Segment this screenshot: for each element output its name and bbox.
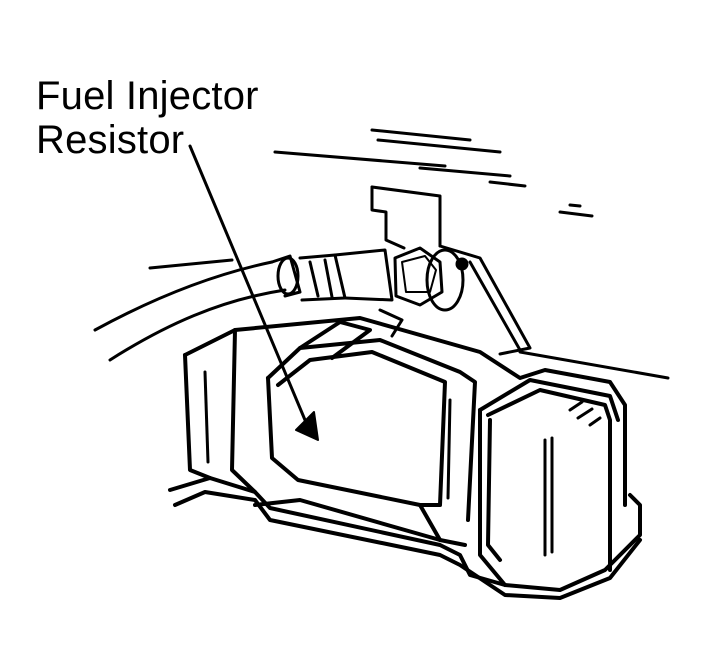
callout-label-line-1: Fuel Injector [36, 74, 259, 118]
callout-label-line-2: Resistor [36, 118, 185, 162]
callout-label: Fuel Injector Resistor [36, 74, 259, 162]
terminal-nut [378, 246, 469, 338]
wire-harness [93, 248, 394, 362]
resistor-housing [168, 316, 642, 600]
mounting-bracket [370, 185, 532, 356]
background-surface-lines [148, 128, 670, 380]
callout-leader-arrow [188, 144, 319, 441]
